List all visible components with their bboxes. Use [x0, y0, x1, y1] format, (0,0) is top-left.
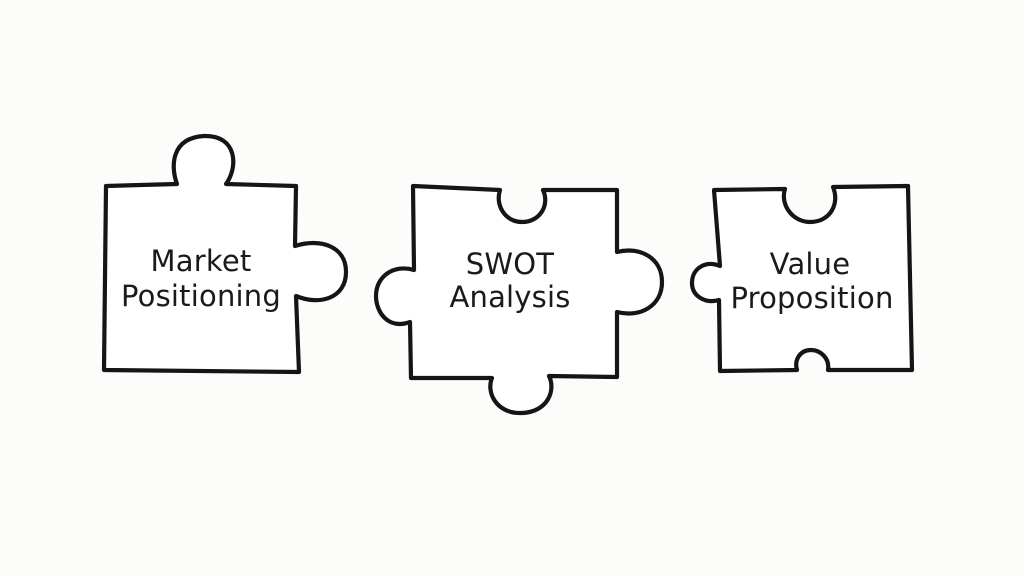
piece-label-line-1: Value [770, 247, 851, 281]
piece-label-line-1: SWOT [466, 247, 555, 281]
piece-label-line-2: Positioning [121, 279, 281, 313]
piece-label-line-1: Market [151, 244, 252, 278]
puzzle-piece-outline [689, 183, 915, 374]
piece-label-line-2: Analysis [449, 280, 570, 314]
puzzle-piece-value-proposition: Value Proposition [689, 183, 915, 374]
puzzle-piece-outline [373, 183, 665, 416]
piece-label-line-2: Proposition [730, 281, 893, 315]
puzzle-piece-swot-analysis: SWOT Analysis [373, 183, 665, 416]
puzzle-piece-market-positioning: Market Positioning [101, 133, 349, 375]
puzzle-piece-outline [101, 133, 349, 375]
